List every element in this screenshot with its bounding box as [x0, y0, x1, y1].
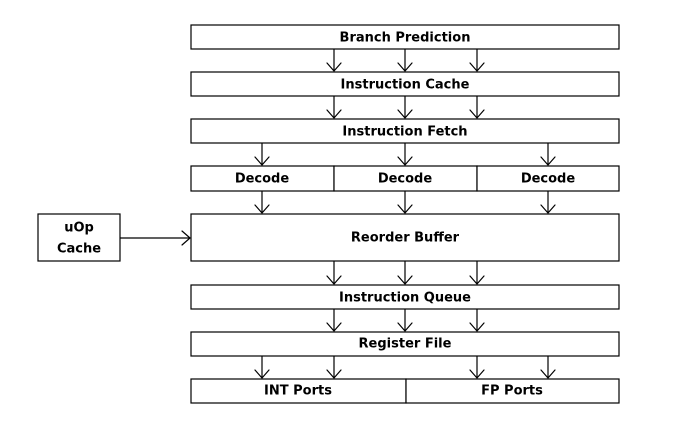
arrow-decode-to-rob-3 — [540, 191, 556, 214]
arrow-bp-to-icache-2 — [397, 49, 413, 72]
arrow-fetch-to-decode-3 — [540, 143, 556, 166]
register-file-box — [190, 331, 620, 357]
int-ports-label: INT Ports — [264, 384, 332, 399]
arrow-rob-to-iq-2 — [397, 261, 413, 285]
arrow-decode-to-rob-1 — [254, 191, 270, 214]
arrow-rf-to-fp-1 — [469, 356, 485, 379]
uop-cache-label-line2: Cache — [57, 242, 101, 257]
arrow-icache-to-fetch-3 — [469, 96, 485, 119]
decode-label-3: Decode — [521, 172, 576, 187]
branch-prediction-label: Branch Prediction — [340, 31, 471, 46]
arrow-bp-to-icache-1 — [326, 49, 342, 72]
reorder-buffer-label: Reorder Buffer — [351, 231, 460, 246]
arrow-decode-to-rob-2 — [397, 191, 413, 214]
fp-ports-box — [405, 378, 620, 404]
arrow-fetch-to-decode-2 — [397, 143, 413, 166]
arrow-rob-to-iq-3 — [469, 261, 485, 285]
instruction-queue-label: Instruction Queue — [339, 291, 471, 306]
register-file-label: Register File — [359, 337, 452, 352]
arrow-iq-to-rf-2 — [397, 309, 413, 332]
arrow-iq-to-rf-3 — [469, 309, 485, 332]
arrow-iq-to-rf-1 — [326, 309, 342, 332]
arrow-rf-to-fp-2 — [540, 356, 556, 379]
uop-cache-label-line1: uOp — [64, 221, 94, 236]
decode-box-3 — [476, 165, 620, 192]
arrow-rf-to-int-2 — [326, 356, 342, 379]
instruction-fetch-label: Instruction Fetch — [342, 125, 467, 140]
decode-label-2: Decode — [378, 172, 433, 187]
instruction-cache-label: Instruction Cache — [341, 78, 470, 93]
arrow-rob-to-iq-1 — [326, 261, 342, 285]
uop-cache-box — [37, 213, 121, 262]
branch-prediction-box — [190, 24, 620, 50]
decode-label-1: Decode — [235, 172, 290, 187]
instruction-cache-box — [190, 71, 620, 97]
arrow-rf-to-int-1 — [254, 356, 270, 379]
arrow-uop-to-rob — [120, 230, 191, 246]
arrow-icache-to-fetch-2 — [397, 96, 413, 119]
arrow-fetch-to-decode-1 — [254, 143, 270, 166]
arrow-bp-to-icache-3 — [469, 49, 485, 72]
reorder-buffer-box — [190, 213, 620, 262]
fp-ports-label: FP Ports — [481, 384, 543, 399]
arrow-icache-to-fetch-1 — [326, 96, 342, 119]
